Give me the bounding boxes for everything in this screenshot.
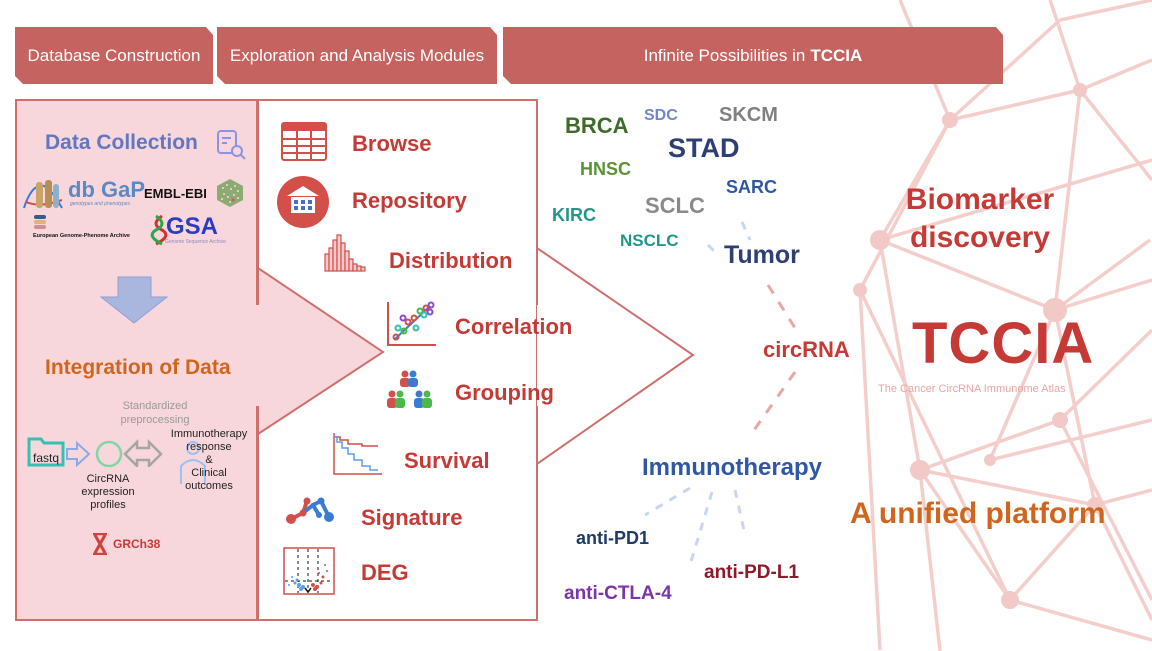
- scatter-plot-icon: [387, 301, 436, 346]
- tab-label: Infinite Possibilities in: [643, 45, 806, 65]
- document-search-icon: [217, 130, 246, 160]
- cancer-type-brca: BRCA: [565, 113, 629, 138]
- therapy-anti-ctla4: anti-CTLA-4: [564, 583, 672, 604]
- gsa-logo-icon: [150, 214, 168, 246]
- down-arrow-icon: [99, 276, 169, 324]
- pink-arrow-shape: [200, 268, 383, 434]
- cancer-type-nsclc: NSCLC: [620, 231, 679, 250]
- module-survival[interactable]: Survival: [404, 448, 490, 473]
- cancer-type-sarc: SARC: [726, 177, 778, 197]
- survival-curve-icon: [333, 433, 382, 475]
- embl-ebi-logo-icon: [217, 179, 243, 207]
- biomarker-discovery-label: Biomarker discovery: [905, 183, 1055, 254]
- immunotherapy-label: Immunotherapy: [642, 454, 823, 481]
- therapy-anti-pd1: anti-PD1: [576, 528, 650, 548]
- fastq-label: fastq: [33, 451, 60, 465]
- table-icon: [281, 122, 327, 161]
- cancer-type-kirc: KIRC: [552, 205, 596, 225]
- tab-database-construction: Database Construction: [15, 27, 213, 84]
- network-icon: [286, 497, 334, 524]
- clinical-outcomes-label: Immunotherapy response & Clinical outcom…: [170, 428, 248, 492]
- module-repository[interactable]: Repository: [352, 188, 467, 213]
- tab-label: Database Construction: [27, 45, 201, 65]
- cancer-type-skcm: SKCM: [719, 104, 778, 126]
- volcano-plot-icon: [283, 547, 335, 595]
- cancer-type-hnsc: HNSC: [580, 159, 632, 179]
- genome-label: GRCh38: [113, 537, 161, 551]
- module-correlation[interactable]: Correlation: [455, 314, 573, 339]
- tccia-fullname: The Cancer CircRNA Immunome Atlas: [878, 383, 1066, 395]
- gsa-name: GSA: [166, 213, 219, 240]
- histogram-icon: [324, 234, 366, 272]
- repository-icon: [277, 176, 329, 228]
- cancer-type-stad: STAD: [668, 133, 740, 163]
- gsa-tagline: Genome Sequence Archive: [165, 239, 226, 245]
- white-arrow-shape: [537, 248, 693, 464]
- circrna-profiles-label: CircRNA expression profiles: [81, 473, 135, 511]
- cancer-type-sdc: SDC: [644, 107, 678, 124]
- cancer-type-sclc: SCLC: [645, 193, 705, 218]
- patient-icon: [180, 441, 206, 484]
- preprocessing-label: Standardized preprocessing: [120, 400, 190, 426]
- tccia-brand: TCCIA: [912, 311, 1095, 376]
- module-distribution[interactable]: Distribution: [389, 248, 513, 273]
- tumor-label: Tumor: [724, 241, 800, 269]
- data-collection-title: Data Collection: [45, 131, 198, 154]
- pipeline-icons: [27, 437, 163, 467]
- dbgap-tagline: genotypes and phenotypes: [70, 201, 131, 207]
- embl-ebi-name: EMBL-EBI: [144, 186, 207, 201]
- therapy-anti-pd-l1: anti-PD-L1: [704, 562, 799, 583]
- ega-logo-icon: [34, 215, 46, 229]
- unified-platform-label: A unified platform: [850, 497, 1106, 530]
- folder-icon: [27, 437, 65, 467]
- dna-helix-icon: [93, 533, 107, 555]
- group-icon: [387, 370, 432, 408]
- right-arrow-icon: [66, 440, 91, 467]
- integration-title: Integration of Data: [45, 356, 231, 379]
- module-browse[interactable]: Browse: [352, 131, 432, 156]
- module-deg[interactable]: DEG: [361, 560, 409, 585]
- tab-label-brand: TCCIA: [810, 45, 863, 65]
- dbgap-logo-icon: [23, 180, 63, 209]
- tab-exploration-modules: Exploration and Analysis Modules: [217, 27, 497, 84]
- tab-label: Exploration and Analysis Modules: [229, 45, 485, 65]
- module-grouping[interactable]: Grouping: [455, 380, 554, 405]
- module-signature[interactable]: Signature: [361, 505, 463, 530]
- dbgap-name: db GaP: [68, 177, 146, 202]
- bidirectional-arrow-icon: [123, 438, 163, 467]
- circrna-label: circRNA: [763, 337, 850, 362]
- circrna-circle-icon: [95, 440, 123, 467]
- ega-name: European Genome-Phenome Archive: [33, 233, 130, 239]
